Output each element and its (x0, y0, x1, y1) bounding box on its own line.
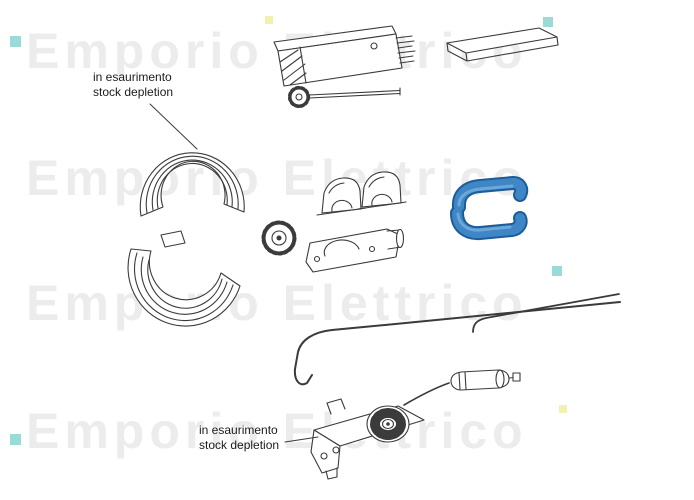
motor-drive-unit-drawing (273, 25, 416, 87)
annotation-leader-bottom (284, 436, 319, 443)
annotation-line: in esaurimento (199, 423, 278, 437)
watermark-text: Emporio Elettrico (26, 23, 528, 79)
logo-accent-square-teal (552, 266, 562, 276)
bracket-wheel-drawing (310, 398, 425, 480)
logo-accent-square-teal (10, 434, 21, 445)
adapter-drum-upper-drawing (139, 152, 245, 217)
annotation-stock-depletion-top: in esaurimento stock depletion (93, 70, 173, 99)
logo-accent-square-teal (10, 36, 21, 47)
adapter-drum-lower-drawing (127, 230, 241, 327)
flat-box-drawing (446, 27, 559, 62)
logo-accent-square-teal (543, 17, 553, 27)
capacitor-drawing (403, 369, 521, 406)
drive-shaft-drawing (287, 85, 401, 109)
clamp-bracket-top-drawing (316, 171, 407, 216)
watermark-text: Emporio Elettrico (26, 403, 528, 459)
hooked-rod-drawing (293, 301, 621, 386)
watermark-text: Emporio Elettrico (26, 150, 528, 206)
short-rod-drawing (472, 293, 620, 333)
annotation-leader-top (149, 103, 198, 150)
pinion-gear-drawing (261, 220, 297, 256)
connector-pins (395, 35, 416, 64)
logo-accent-square-yellow (559, 405, 567, 413)
logo-accent-square-yellow (265, 16, 273, 24)
annotation-line: stock depletion (199, 437, 280, 452)
annotation-line: in esaurimento (93, 70, 172, 84)
highlighted-part-blue-clip (450, 176, 529, 241)
clamp-bracket-bottom-drawing (305, 228, 405, 273)
annotation-line: stock depletion (93, 84, 174, 99)
annotation-stock-depletion-bottom: in esaurimento stock depletion (199, 423, 279, 452)
